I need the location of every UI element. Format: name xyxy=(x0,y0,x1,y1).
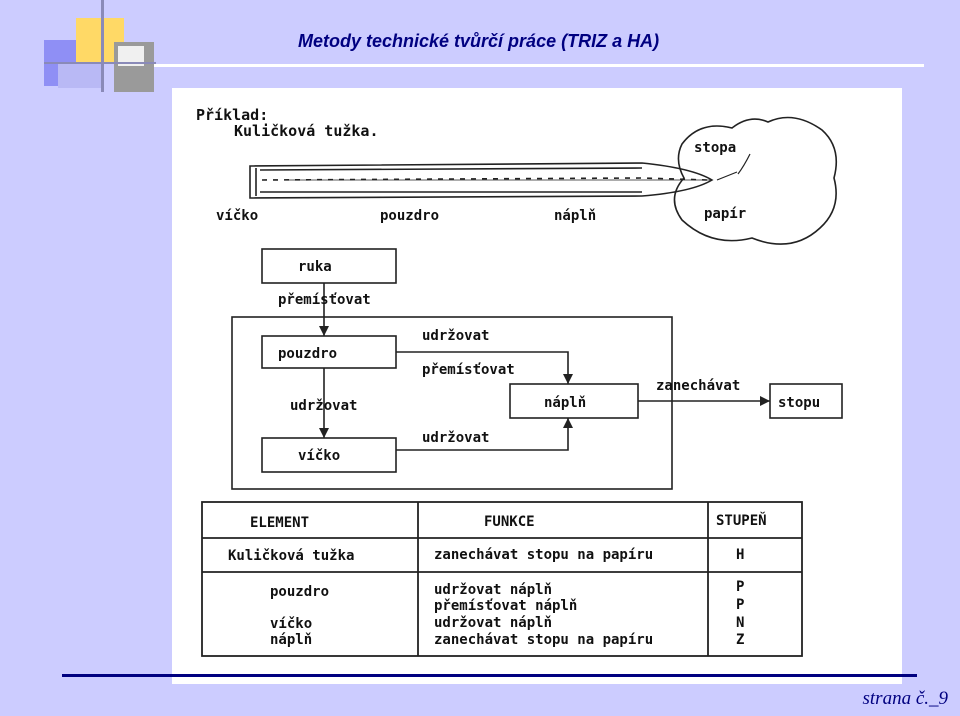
table-row-function: udržovat náplň xyxy=(434,615,552,631)
decor-horizontal-line xyxy=(44,62,156,64)
table-header-function: FUNKCE xyxy=(484,514,535,530)
table-row-element: náplň xyxy=(270,632,312,648)
table-row-degree: Z xyxy=(736,632,744,648)
decor-vertical-line xyxy=(101,0,104,92)
table-row-degree: H xyxy=(736,547,744,563)
slide-title: Metody technické tvůrčí práce (TRIZ a HA… xyxy=(298,31,660,51)
diagram-refill-function: zanechávat xyxy=(656,378,740,394)
diagram-arrowheads xyxy=(319,326,770,438)
function-table xyxy=(201,501,803,657)
table-row-element: Kuličková tužka xyxy=(228,548,354,564)
box-hand xyxy=(261,248,397,284)
diagram-body-refill-function-1: udržovat xyxy=(422,328,489,344)
table-row-element: pouzdro xyxy=(270,584,329,600)
diagram-body: pouzdro xyxy=(278,346,337,362)
table-row-element: víčko xyxy=(270,616,312,632)
table-row-degree: N xyxy=(736,615,744,631)
label-paper: papír xyxy=(704,206,746,222)
system-boundary xyxy=(231,316,673,490)
diagram-cap: víčko xyxy=(298,448,340,464)
table-row-function: zanechávat stopu na papíru xyxy=(434,547,653,563)
label-cap: víčko xyxy=(216,208,258,224)
table-header-element: ELEMENT xyxy=(250,515,309,531)
figure-heading-line1: Příklad: xyxy=(196,106,268,124)
label-body: pouzdro xyxy=(380,208,439,224)
figure-drawing: Příklad: Kuličková tužka. víčko pouzdro … xyxy=(196,106,843,657)
pencil-illustration xyxy=(249,116,838,245)
decor-square-white xyxy=(118,46,144,66)
decor-square-lavender xyxy=(58,64,104,88)
label-trace: stopa xyxy=(694,140,736,156)
diagram-trace: stopu xyxy=(778,395,820,411)
table-row-function: přemísťovat náplň xyxy=(434,598,577,614)
label-refill: náplň xyxy=(554,208,596,224)
diagram-hand-function: přemísťovat xyxy=(278,292,371,308)
scanned-figure: Příklad: Kuličková tužka. víčko pouzdro … xyxy=(172,88,902,684)
table-header-degree: STUPEŇ xyxy=(716,512,767,529)
diagram-hand: ruka xyxy=(298,259,332,275)
diagram-cap-refill-function: udržovat xyxy=(422,430,489,446)
title-rule xyxy=(154,64,924,67)
table-row-degree: P xyxy=(736,597,744,613)
diagram-body-to-cap-function: udržovat xyxy=(290,398,357,414)
function-diagram xyxy=(231,248,843,490)
table-row-degree: P xyxy=(736,579,744,595)
footer-rule xyxy=(62,674,917,677)
page-number: strana č._9 xyxy=(862,688,949,709)
table-row-function: zanechávat stopu na papíru xyxy=(434,632,653,648)
diagram-refill: náplň xyxy=(544,395,586,411)
table-row-function: udržovat náplň xyxy=(434,582,552,598)
box-cap xyxy=(261,437,397,473)
diagram-body-refill-function-2: přemísťovat xyxy=(422,362,515,378)
figure-heading-line2: Kuličková tužka. xyxy=(234,122,379,140)
